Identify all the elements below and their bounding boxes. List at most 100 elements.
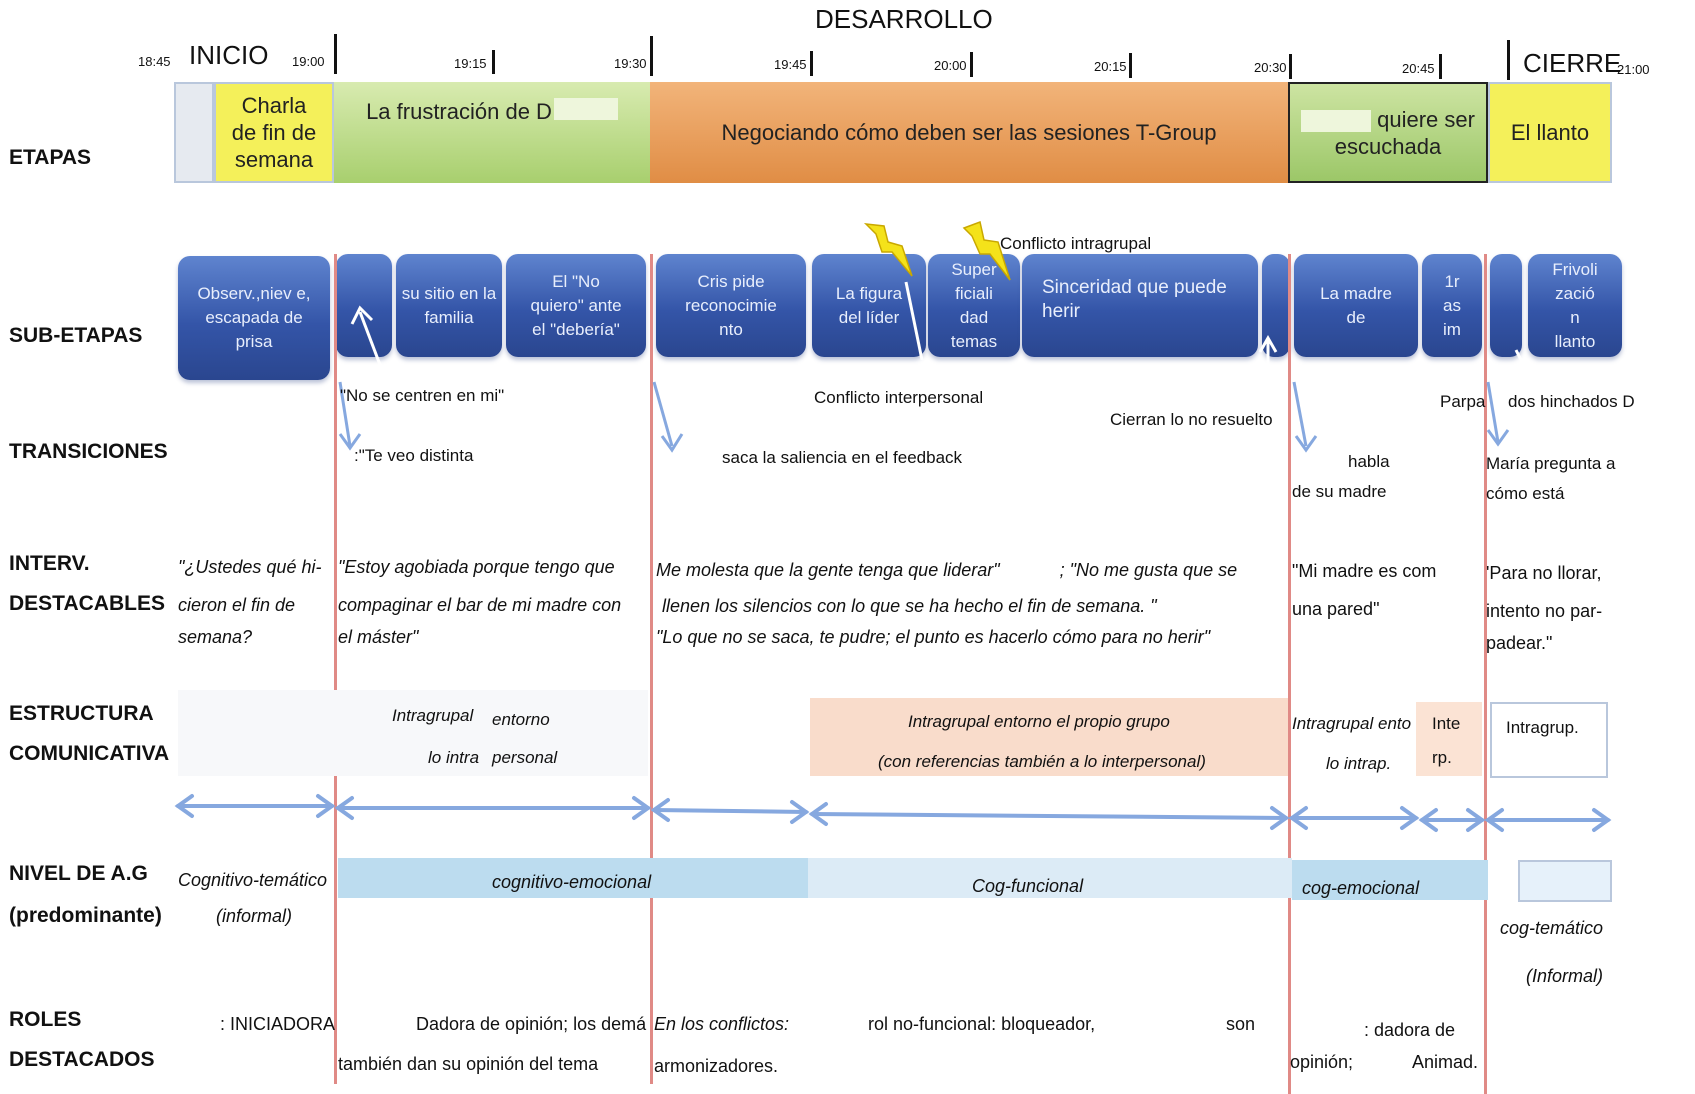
rol-1: : INICIADORA	[220, 1014, 336, 1034]
estr-1c: lo intra	[428, 748, 480, 767]
etapa-escuchada-label: quiere ser escuchada	[1334, 106, 1475, 159]
tick-2015	[1129, 53, 1132, 78]
rol-3a: En los conflictos:	[654, 1014, 790, 1034]
rol-3d: armonizadores.	[654, 1056, 779, 1076]
tick-1945	[810, 51, 813, 76]
trans-saliencia: saca la saliencia en el feedback	[722, 448, 963, 467]
time-1900: 19:00	[292, 54, 325, 69]
sub-sitio: su sitio en la familia	[396, 254, 502, 357]
estr-3b: lo intrap.	[1326, 754, 1392, 773]
rol-4b: opinión;	[1290, 1052, 1354, 1072]
estr-1a: Intragrupal	[392, 706, 474, 725]
sub-madre: La madre de	[1294, 254, 1418, 357]
time-1930: 19:30	[614, 56, 647, 71]
tick-2000	[970, 52, 973, 77]
trans-no-centren: "No se centren en mi"	[340, 386, 505, 405]
etapa-negociando: Negociando cómo deben ser las sesiones T…	[650, 82, 1288, 183]
time-1915: 19:15	[454, 56, 487, 71]
sub-frivolizacion: Frivoli zació n llanto	[1528, 254, 1622, 357]
nivel-5a: cog-temático	[1500, 918, 1604, 938]
interv-3-line-3: "Lo que no se saca, te pudre; el punto e…	[656, 627, 1211, 647]
nivel-bar-2	[808, 858, 1292, 898]
interv-1-line-3: semana?	[178, 627, 253, 647]
redaction-2	[1301, 109, 1372, 132]
tick-2100	[1507, 40, 1510, 80]
interv-4-line-1: "Mi madre es com	[1292, 561, 1437, 581]
label-nivel-1: NIVEL DE A.G	[9, 862, 148, 885]
nivel-5b: (Informal)	[1526, 966, 1604, 986]
estructura-bg-2	[810, 698, 1288, 776]
estr-4a: Inte	[1432, 714, 1461, 733]
label-interv-2: DESTACABLES	[9, 592, 165, 615]
time-2015: 20:15	[1094, 59, 1127, 74]
estr-5: Intragrup.	[1506, 718, 1579, 737]
trans-maria-2: cómo está	[1486, 484, 1565, 503]
inicio-header: INICIO	[189, 40, 269, 70]
interv-3-line-1: Me molesta que la gente tenga que lidera…	[656, 552, 1237, 588]
interv-3-part-1: Me molesta que la gente tenga que lidera…	[656, 560, 1000, 580]
estr-3a: Intragrupal ento	[1292, 714, 1412, 733]
nivel-bar-3	[1292, 860, 1488, 900]
interv-2: "Estoy agobiada porque tengo que compagi…	[338, 548, 621, 650]
etapa-blank	[174, 82, 214, 183]
interv-3-line-2: llenen los silencios con lo que se ha he…	[662, 596, 1157, 616]
label-transiciones: TRANSICIONES	[9, 440, 168, 463]
interv-1-line-2: cieron el fin de	[178, 595, 296, 615]
trans-hinchados: dos hinchados D	[1508, 392, 1635, 411]
estructura-bg-1	[178, 690, 648, 776]
interv-3-part-2: ; "No me gusta que se	[1059, 560, 1238, 580]
interv-3: Me molesta que la gente tenga que lidera…	[656, 552, 1237, 650]
nivel-4: cog-emocional	[1302, 878, 1420, 898]
nivel-2: cognitivo-emocional	[492, 872, 652, 892]
interv-4-line-2: una pared"	[1292, 599, 1380, 619]
nivel-1b: (informal)	[216, 906, 293, 926]
rol-2b: también dan su opinión del tema	[338, 1054, 599, 1074]
time-2000: 20:00	[934, 58, 967, 73]
sub-cris: Cris pide reconocimie nto	[656, 254, 806, 357]
rol-4a: : dadora de	[1364, 1020, 1456, 1040]
nivel-box-4	[1518, 860, 1612, 902]
conflicto-interpersonal: Conflicto interpersonal	[814, 388, 984, 407]
sub-blank-3	[1490, 254, 1522, 357]
interv-2-line-1: "Estoy agobiada porque tengo que	[338, 557, 615, 577]
time-1945: 19:45	[774, 57, 807, 72]
rol-4c: Animad.	[1412, 1052, 1479, 1072]
etapa-frustracion-label: La frustración de D	[366, 99, 552, 124]
tick-1900	[334, 34, 337, 74]
interv-5-line-1: 'Para no llorar,	[1486, 563, 1602, 583]
trans-te-veo: :"Te veo distinta	[354, 446, 474, 465]
trans-parpa: Parpa	[1440, 392, 1486, 411]
divider-2030	[1288, 254, 1291, 1094]
time-2030: 20:30	[1254, 60, 1287, 75]
divider-1930	[650, 254, 653, 1084]
sub-no-quiero: El "No quiero" ante el "debería"	[506, 254, 646, 357]
cierre-header: CIERRE	[1523, 48, 1622, 78]
estr-1b: entorno	[492, 710, 550, 729]
label-estructura-2: COMUNICATIVA	[9, 742, 170, 765]
redaction-1	[553, 98, 618, 120]
desarrollo-header: DESARROLLO	[815, 4, 993, 34]
divider-2045	[1484, 254, 1487, 1094]
etapa-escuchada: quiere ser escuchada	[1288, 82, 1488, 183]
estructura-box-5	[1490, 702, 1608, 778]
trans-maria-1: María pregunta a	[1486, 454, 1616, 473]
time-1845: 18:45	[138, 54, 171, 69]
interv-2-line-3: el máster"	[338, 627, 419, 647]
nivel-1a: Cognitivo-temático	[178, 870, 328, 890]
estructura-bg-3	[1416, 702, 1482, 776]
label-interv-1: INTERV.	[9, 552, 90, 575]
interv-5-line-3: padear."	[1486, 633, 1553, 653]
sub-observ: Observ.,niev e, escapada de prisa	[178, 256, 330, 380]
label-roles-1: ROLES	[9, 1008, 82, 1031]
tick-2030	[1289, 54, 1292, 79]
estr-4b: rp.	[1432, 748, 1452, 767]
tick-2045	[1439, 54, 1442, 79]
divider-1900	[334, 254, 337, 1084]
interv-4: "Mi madre es com una pared"	[1292, 552, 1436, 628]
conflicto-intragrupal: Conflicto intragrupal	[1000, 234, 1152, 253]
interv-5: 'Para no llorar, intento no par- padear.…	[1486, 554, 1602, 656]
lightning-icon-1	[863, 223, 913, 277]
rol-3b: rol no-funcional: bloqueador,	[868, 1014, 1096, 1034]
